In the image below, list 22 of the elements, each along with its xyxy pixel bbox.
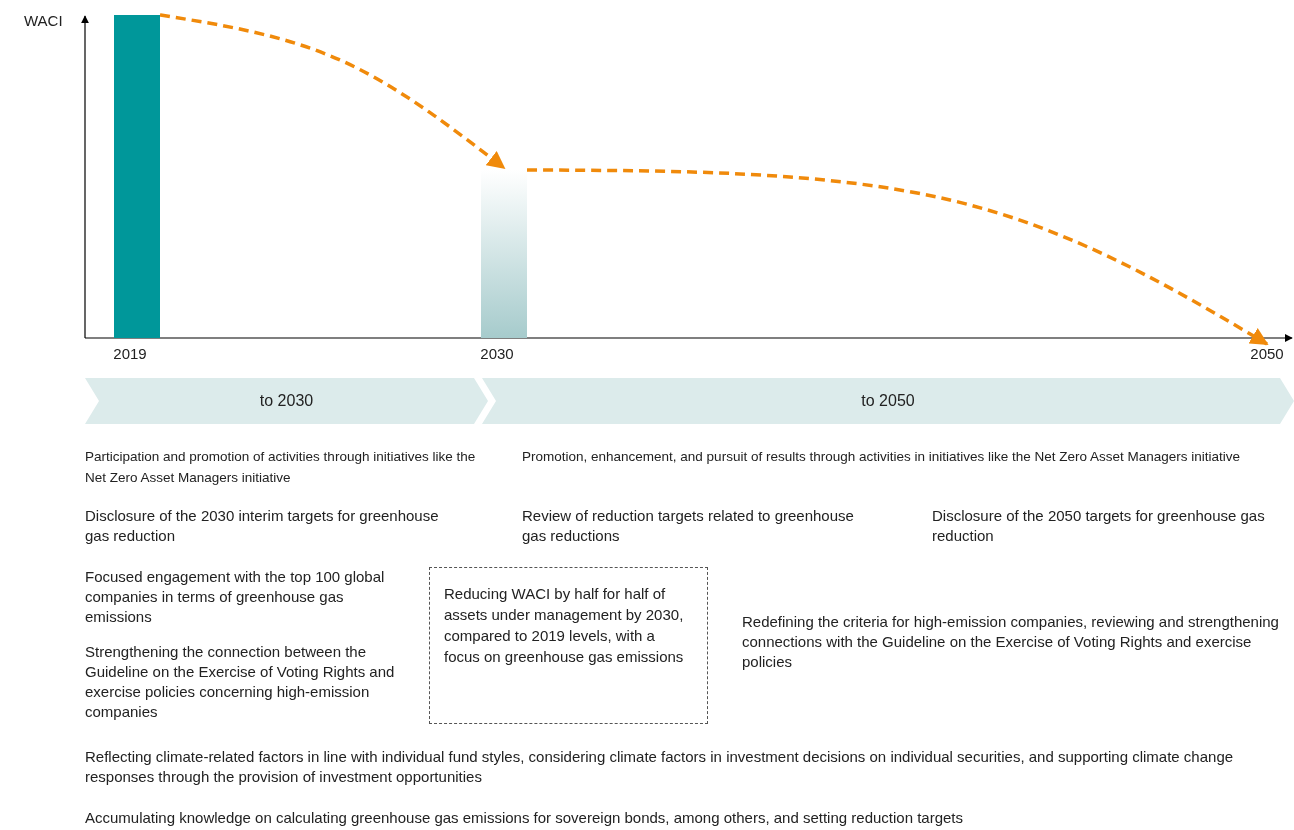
tick-label: 2050 [1240,344,1294,364]
dashed-arrow [527,168,1269,346]
axis-label: WACI [24,11,64,31]
tick-label: 2019 [112,344,148,364]
note: Redefining the criteria for high-emission companies, reviewing and strengthening connections with the Guideline on the Exercise of Voting Rights and exercise policies [742,612,1280,672]
dashed-arrow [159,13,506,170]
note: Focused engagement with the top 100 global companies in terms of greenhouse gas emissions [85,567,386,627]
callout-text: Reducing WACI by half for half of assets under management by 2030, compared to 2019 levels, with a focus on greenhouse gas emissions [444,584,685,667]
note: Disclosure of the 2030 interim targets for greenhouse gas reduction [85,506,440,546]
note: Participation and promotion of activities through initiatives like the Net Zero Asset Managers initiative [85,448,477,487]
note: Reflecting climate-related factors in line with individual fund styles, considering climate factors in investment decisions on individual securities, and supporting climate change responses through the provision of investment opportunities [85,747,1235,787]
note: Disclosure of the 2050 targets for greenhouse gas reduction [932,506,1266,546]
chevron-band [85,378,488,424]
dashed-callout-box [429,567,708,724]
note: Review of reduction targets related to greenhouse gas reductions [522,506,855,546]
note: Strengthening the connection between the Guideline on the Exercise of Voting Rights and exercise policies concerning high-emission companies [85,642,396,722]
bar [114,15,160,338]
band-label: to 2030 [258,391,315,411]
tick-label: 2030 [479,344,515,364]
band-label: to 2050 [860,391,916,411]
note: Accumulating knowledge on calculating greenhouse gas emissions for sovereign bonds, among others, and setting reduction targets [85,808,965,828]
note: Promotion, enhancement, and pursuit of results through activities in initiatives like the Net Zero Asset Managers initiative [522,448,1242,466]
